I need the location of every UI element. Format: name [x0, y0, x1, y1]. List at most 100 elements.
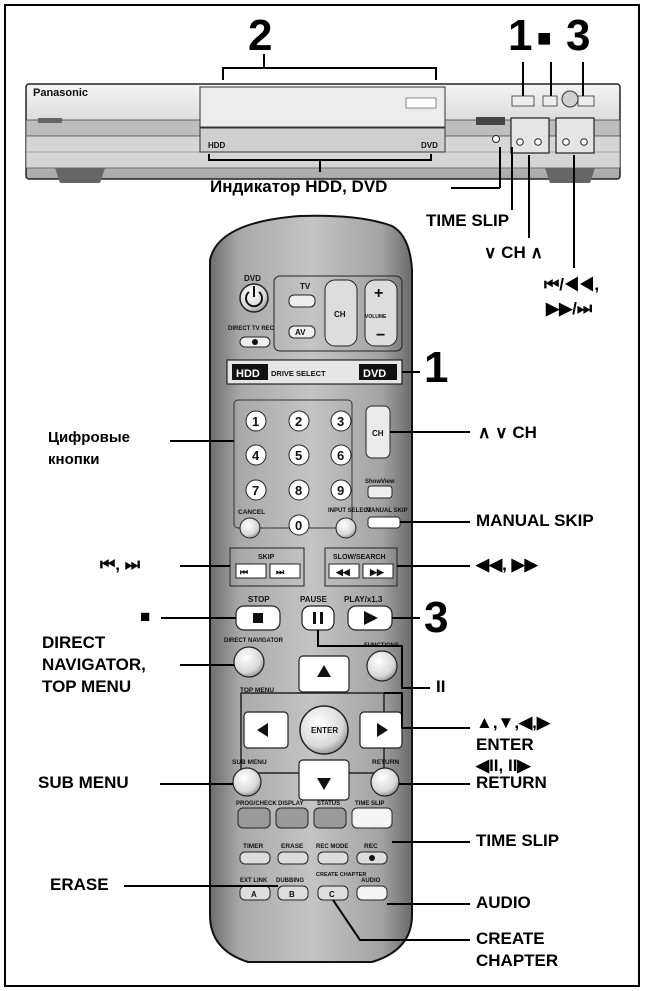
digit-7-button[interactable]: 7: [252, 483, 259, 498]
power-knob-unit[interactable]: [562, 91, 578, 107]
play-button-unit[interactable]: [578, 96, 594, 106]
remote-status-label: STATUS: [317, 801, 340, 807]
remote-volume-label: VOLUME: [365, 314, 387, 320]
callout-unit-skip-line1: ⏮/◀◀,: [544, 276, 599, 295]
digit-8-button[interactable]: 8: [295, 483, 302, 498]
brand-logo: Panasonic: [33, 87, 88, 99]
recorder-unit: Panasonic HDD DVD: [26, 84, 620, 183]
remote-enter-label: ENTER: [311, 726, 338, 735]
remote-drive-select-label: DRIVE SELECT: [271, 369, 326, 378]
left-foot: [55, 168, 105, 183]
remote-time-slip-label: TIME SLIP: [355, 801, 384, 807]
return-button[interactable]: [371, 768, 399, 796]
remote-top-menu-label: TOP MENU: [240, 687, 274, 694]
remote-prog-check-label: PROG/CHECK: [236, 801, 277, 807]
dvd-indicator-text: DVD: [421, 141, 438, 150]
remote-av-label: AV: [295, 328, 306, 337]
channel-buttons-unit: [511, 118, 549, 153]
remote-hdd-label: HDD: [236, 368, 260, 380]
ch-up-button-unit[interactable]: [535, 139, 542, 146]
callout-remote-step-1: 1: [424, 344, 448, 392]
digit-0-button[interactable]: 0: [295, 518, 302, 533]
label-direct-navigator-line2: NAVIGATOR,: [42, 656, 146, 675]
drive-select-button-unit[interactable]: [512, 96, 534, 106]
skip-back-button-unit[interactable]: [563, 139, 570, 146]
input-select-button[interactable]: [336, 518, 356, 538]
time-slip-button[interactable]: [352, 808, 392, 828]
dvd-ram-logo: [406, 98, 436, 108]
callout-step-2: 2: [248, 12, 272, 60]
label-create-chapter-line2: CHAPTER: [476, 952, 558, 971]
digit-9-button[interactable]: 9: [337, 483, 344, 498]
remote-erase-label: ERASE: [281, 843, 304, 850]
prog-check-button[interactable]: [238, 808, 270, 828]
label-erase: ERASE: [50, 876, 109, 895]
remote-display-label: DISPLAY: [278, 801, 303, 807]
label-digit-buttons-line1: Цифровые: [48, 430, 130, 447]
remote-play-label: PLAY/x1.3: [344, 595, 383, 604]
time-slip-button-unit[interactable]: [493, 136, 500, 143]
remote-create-chapter-label: CREATE CHAPTER: [316, 872, 366, 878]
label-audio: AUDIO: [476, 894, 531, 913]
audio-button[interactable]: [357, 886, 387, 900]
rec-dot-icon: [252, 339, 258, 345]
remote-showview-label: ShowView: [365, 479, 395, 485]
remote-rec-mode-label: REC MODE: [316, 844, 348, 850]
label-enter: ENTER: [476, 736, 534, 755]
label-return: RETURN: [476, 774, 547, 793]
label-manual-skip: MANUAL SKIP: [476, 512, 594, 531]
label-sub-menu: SUB MENU: [38, 774, 129, 793]
display-button[interactable]: [276, 808, 308, 828]
sub-menu-button[interactable]: [233, 768, 261, 796]
ch-down-button-unit[interactable]: [517, 139, 524, 146]
indicator-window: [476, 117, 505, 125]
label-direct-navigator-line1: DIRECT: [42, 634, 105, 653]
rec-mode-button[interactable]: [318, 852, 348, 864]
remote-tv-label: TV: [300, 282, 311, 291]
status-button[interactable]: [314, 808, 346, 828]
remote-dubbing-key: B: [289, 890, 295, 899]
callout-unit-channel: ∨ CH ∧: [484, 244, 543, 263]
digit-6-button[interactable]: 6: [337, 448, 344, 463]
remote-dubbing-label: DUBBING: [276, 878, 304, 884]
rewind-icon: ◀◀: [335, 567, 351, 577]
label-pause: II: [436, 678, 445, 697]
stop-button-unit[interactable]: [543, 96, 557, 106]
direct-navigator-button[interactable]: [234, 647, 264, 677]
remote-create-chapter-key: C: [329, 890, 335, 899]
manual-skip-button[interactable]: [368, 517, 400, 528]
label-stop: ■: [140, 608, 150, 627]
digit-2-button[interactable]: 2: [295, 414, 302, 429]
digit-4-button[interactable]: 4: [252, 448, 260, 463]
remote-sub-menu-label: SUB MENU: [232, 759, 267, 766]
callout-stop-symbol: ■: [537, 26, 552, 52]
timer-button[interactable]: [240, 852, 270, 864]
remote-rec-label: REC: [364, 843, 378, 850]
right-foot: [545, 168, 595, 183]
digit-1-button[interactable]: 1: [252, 414, 259, 429]
label-remote-ch: ∧ ∨ CH: [478, 424, 537, 443]
label-slow-search: ◀◀, ▶▶: [476, 556, 538, 575]
callout-step-3: 3: [566, 12, 590, 60]
skip-forward-button-unit[interactable]: [581, 139, 588, 146]
label-digit-buttons-line2: кнопки: [48, 452, 100, 469]
volume-plus-icon: +: [374, 285, 383, 302]
cancel-button[interactable]: [240, 518, 260, 538]
tv-power-button[interactable]: [289, 295, 315, 307]
remote-skip-label: SKIP: [258, 554, 275, 561]
digit-5-button[interactable]: 5: [295, 448, 302, 463]
remote-ext-link-label: EXT LINK: [240, 878, 268, 884]
functions-button[interactable]: [367, 651, 397, 681]
skip-buttons-unit: [556, 118, 594, 153]
skip-forward-button[interactable]: [270, 564, 300, 578]
skip-forward-icon: ⏭: [276, 567, 285, 577]
remote-tv-ch-label: CH: [334, 310, 346, 319]
erase-button[interactable]: [278, 852, 308, 864]
fast-forward-icon: ▶▶: [369, 567, 385, 577]
pause-button[interactable]: [302, 606, 334, 630]
digit-3-button[interactable]: 3: [337, 414, 344, 429]
remote-direct-navigator-label: DIRECT NAVIGATOR: [224, 638, 284, 644]
remote-direct-tv-rec-label: DIRECT TV REC: [228, 326, 275, 332]
showview-button[interactable]: [368, 486, 392, 498]
label-create-chapter-line1: CREATE: [476, 930, 545, 949]
